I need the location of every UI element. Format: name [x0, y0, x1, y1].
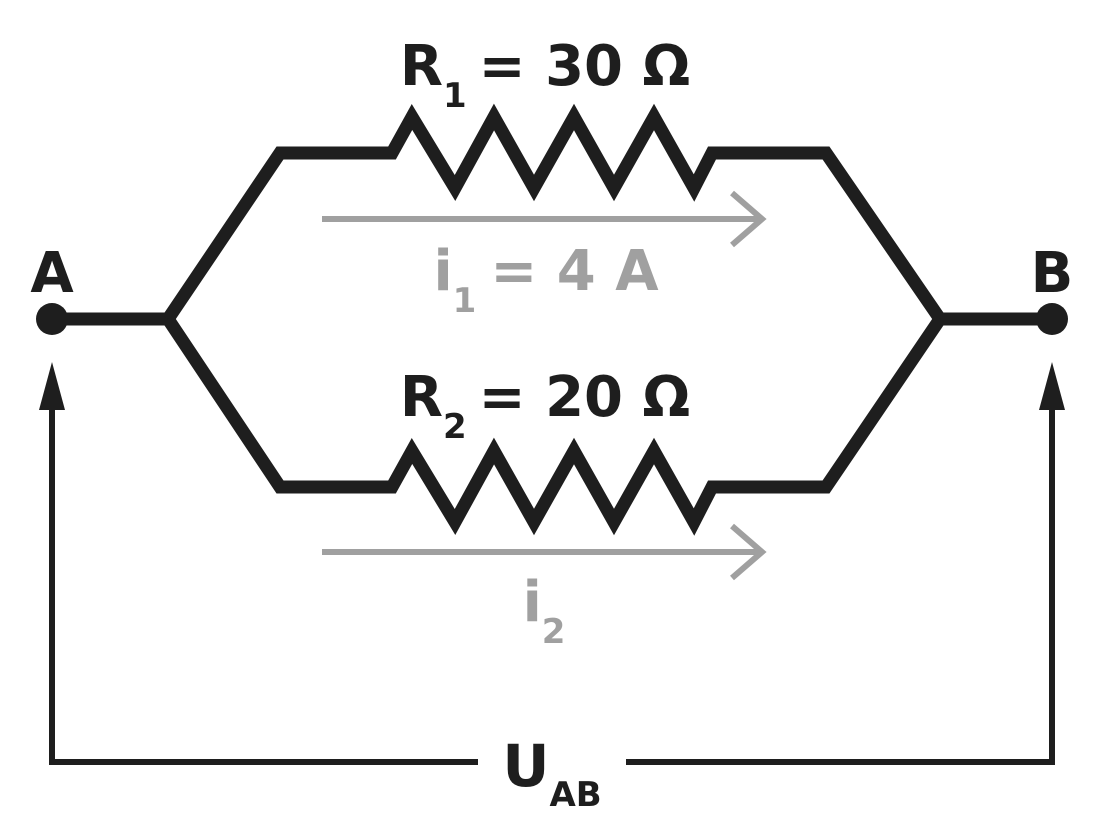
- current-1-symbol: i: [433, 239, 452, 304]
- node-a-label: A: [30, 241, 74, 306]
- resistor-2-subscript: 2: [443, 407, 467, 447]
- current-2-label: i2: [523, 570, 566, 652]
- node-b-label: B: [1031, 241, 1074, 306]
- voltage-subscript: AB: [549, 775, 601, 815]
- resistor-2-label: R2 = 20 Ω: [400, 365, 690, 447]
- node-b-terminal: [1036, 303, 1068, 335]
- voltage-label: UAB: [502, 732, 601, 815]
- current-1-subscript: 1: [453, 281, 477, 321]
- resistor-1-symbol: R: [400, 34, 443, 99]
- voltage-arrowhead-right: [1039, 362, 1065, 410]
- current-1-value: = 4 A: [490, 239, 659, 304]
- circuit-wires: [52, 103, 1052, 536]
- voltage-symbol: U: [502, 732, 549, 800]
- resistor-1-label: R1 = 30 Ω: [400, 34, 690, 116]
- voltage-arrowhead-left: [39, 362, 65, 410]
- bottom-branch-wire: [162, 315, 946, 536]
- resistor-2-value: = 20 Ω: [479, 365, 690, 430]
- resistor-1-subscript: 1: [443, 76, 467, 116]
- resistor-1-value: = 30 Ω: [479, 34, 690, 99]
- voltage-bracket-left: [49, 390, 478, 765]
- current-2-subscript: 2: [542, 612, 566, 652]
- resistor-2-symbol: R: [400, 365, 443, 430]
- current-1-label: i1 = 4 A: [433, 239, 659, 321]
- current-arrows: [322, 190, 767, 581]
- current-2-arrowhead: [730, 523, 767, 581]
- current-1-arrowhead: [730, 190, 767, 248]
- node-a-terminal: [36, 303, 68, 335]
- top-branch-wire: [162, 103, 946, 323]
- current-2-symbol: i: [523, 570, 542, 635]
- voltage-bracket: [49, 390, 1055, 765]
- voltage-bracket-right: [626, 390, 1055, 765]
